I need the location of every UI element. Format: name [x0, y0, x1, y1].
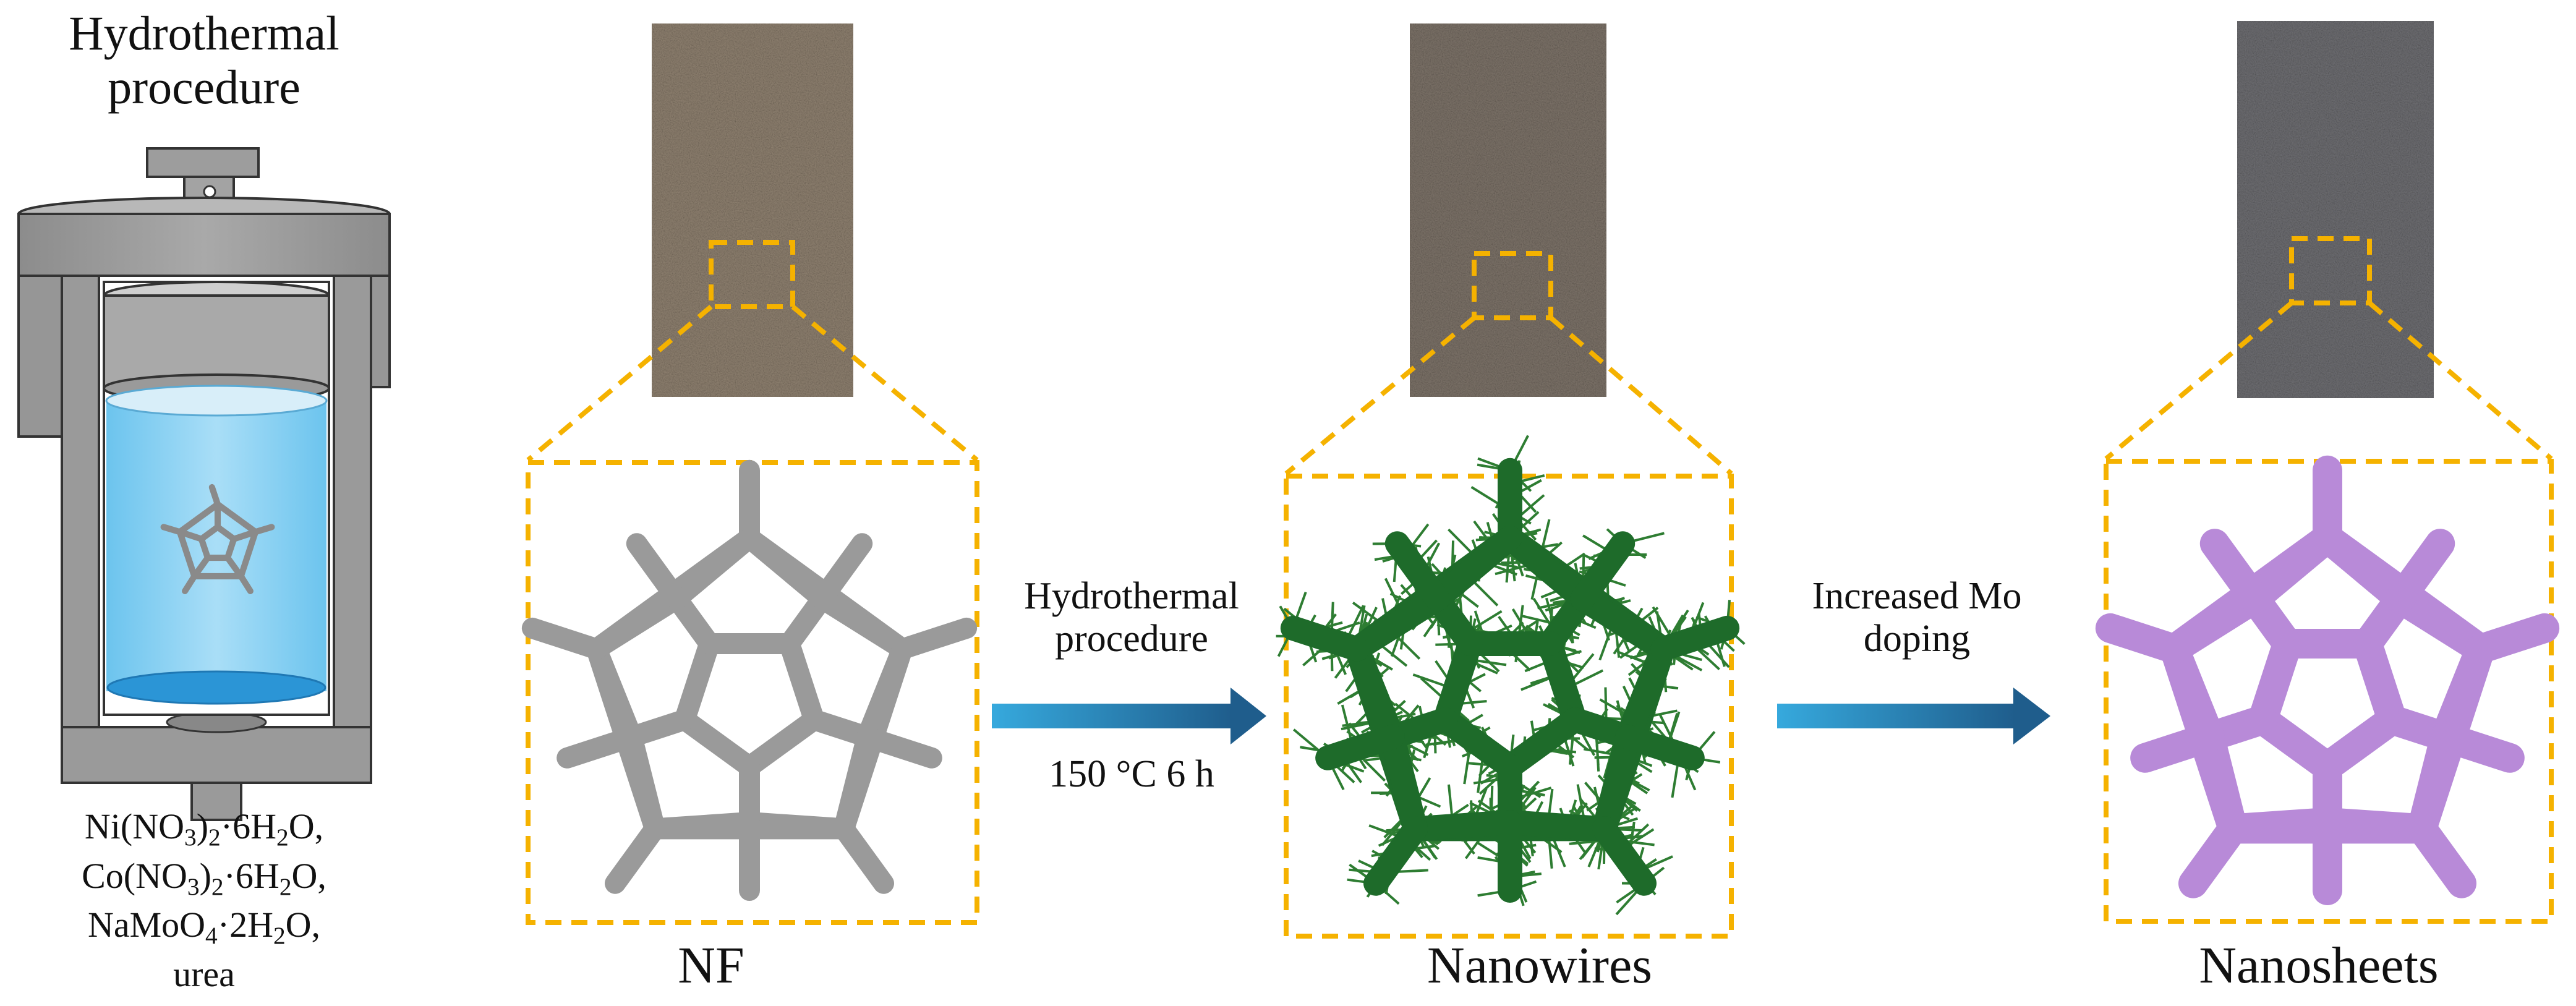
- frame-strut: [1344, 636, 1405, 749]
- frame-strut: [621, 726, 666, 840]
- frame-strut: [586, 588, 688, 660]
- zoom-box-nf: [526, 460, 979, 925]
- frame-strut: [2130, 722, 2225, 773]
- step1-condition: 150 °C 6 h: [1049, 753, 1214, 795]
- frame-strut: [2313, 523, 2415, 614]
- frame-strut: [1592, 724, 1640, 842]
- autoclave-icon: [17, 147, 391, 821]
- zoom-line: [2368, 301, 2553, 461]
- stage-label-nf: NF: [678, 937, 744, 994]
- frame-strut: [1592, 816, 1657, 896]
- frame-strut: [833, 726, 878, 840]
- autoclave-title-line1: Hydrothermal: [69, 6, 339, 60]
- frame-strut: [521, 617, 607, 660]
- frame-strut: [892, 617, 978, 660]
- zoom-line: [1284, 315, 1476, 476]
- frame-strut: [557, 726, 642, 769]
- frame-strut: [666, 527, 760, 610]
- frame-strut: [2240, 523, 2342, 614]
- frame-strut: [739, 709, 825, 777]
- frame-strut: [2313, 808, 2437, 844]
- reagent-item: Ni(NO3)2·6H2O,: [84, 806, 324, 851]
- frame-strut: [1650, 615, 1740, 662]
- frame-strut: [1570, 531, 1636, 612]
- reagent-list: Ni(NO3)2·6H2O, Co(NO3)2·6H2O, NaMoO4·2H2…: [25, 804, 383, 997]
- frame-strut: [644, 812, 760, 840]
- frame-strut: [1537, 631, 1587, 732]
- reagent-item: urea: [173, 953, 235, 994]
- step2-label: Increased Mo doping: [1744, 575, 2090, 661]
- frame-strut: [1384, 531, 1450, 612]
- step2-line2: doping: [1863, 618, 1971, 660]
- stage-label-nanowires: Nanowires: [1427, 937, 1652, 994]
- frame-strut: [739, 527, 833, 610]
- frame-strut: [2159, 634, 2225, 752]
- nickel-foam-photo-nf: [652, 23, 853, 397]
- dodecahedron-frame-icon-nanowires: [1280, 458, 1740, 903]
- frame-strut: [811, 588, 913, 660]
- frame-strut: [1498, 526, 1595, 612]
- frame-strut: [1498, 707, 1587, 779]
- zoom-line: [791, 304, 979, 463]
- autoclave-title: Hydrothermal procedure: [25, 6, 383, 114]
- frame-strut: [1315, 724, 1405, 770]
- nickel-foam-photo-nanosheets: [2237, 21, 2434, 398]
- frame-strut: [2430, 722, 2525, 773]
- zoom-line: [526, 304, 713, 463]
- frame-strut: [1615, 636, 1676, 749]
- frame-strut: [1280, 615, 1370, 662]
- frame-strut: [811, 533, 873, 610]
- frame-strut: [2385, 584, 2496, 664]
- reagent-item: Co(NO3)2·6H2O,: [82, 855, 326, 900]
- frame-strut: [778, 633, 825, 730]
- frame-strut: [674, 633, 720, 730]
- zoom-line: [2104, 301, 2293, 461]
- frame-strut: [1344, 586, 1450, 662]
- frame-strut: [856, 726, 942, 769]
- frame-strut: [2465, 613, 2560, 664]
- frame-strut: [2407, 722, 2460, 844]
- autoclave-title-line2: procedure: [108, 60, 301, 114]
- frame-strut: [2199, 529, 2270, 614]
- frame-strut: [2159, 584, 2270, 664]
- zoom-marker-nf: [709, 240, 795, 309]
- zoom-marker-nanosheets: [2289, 236, 2372, 305]
- frame-strut: [2218, 808, 2342, 844]
- right-arrow-icon: [992, 688, 1266, 744]
- frame-strut: [1570, 586, 1676, 662]
- frame-strut: [2095, 613, 2190, 664]
- right-arrow-icon: [1777, 688, 2050, 744]
- frame-strut: [1498, 810, 1617, 842]
- stage-label-nanosheets: Nanosheets: [2199, 937, 2439, 994]
- frame-strut: [833, 818, 895, 894]
- frame-strut: [1425, 526, 1522, 612]
- frame-strut: [1403, 810, 1522, 842]
- step2-line1: Increased Mo: [1812, 575, 2022, 617]
- step1-line2: procedure: [1055, 618, 1208, 660]
- frame-strut: [2178, 814, 2248, 898]
- frame-strut: [626, 533, 688, 610]
- frame-strut: [1433, 631, 1483, 732]
- frame-strut: [604, 818, 666, 894]
- frame-strut: [2430, 634, 2496, 752]
- dodecahedron-frame-icon-nf: [521, 459, 978, 901]
- frame-strut: [586, 638, 642, 748]
- step1-line1: Hydrothermal: [1024, 575, 1239, 617]
- frame-strut: [1615, 724, 1705, 770]
- zoom-marker-nanowires: [1472, 251, 1553, 320]
- frame-strut: [1380, 724, 1428, 842]
- frame-strut: [2407, 814, 2477, 898]
- frame-strut: [739, 812, 855, 840]
- frame-strut: [1363, 816, 1428, 896]
- step1-label: Hydrothermal procedure: [965, 575, 1299, 661]
- frame-strut: [856, 638, 913, 748]
- zoom-line: [1549, 315, 1733, 476]
- frame-strut: [2194, 722, 2248, 844]
- reagent-item: NaMoO4·2H2O,: [87, 905, 321, 950]
- frame-strut: [2385, 529, 2455, 614]
- frame-strut: [674, 709, 760, 777]
- frame-strut: [1433, 707, 1522, 779]
- dodecahedron-frame-icon-nanosheets: [2095, 455, 2560, 905]
